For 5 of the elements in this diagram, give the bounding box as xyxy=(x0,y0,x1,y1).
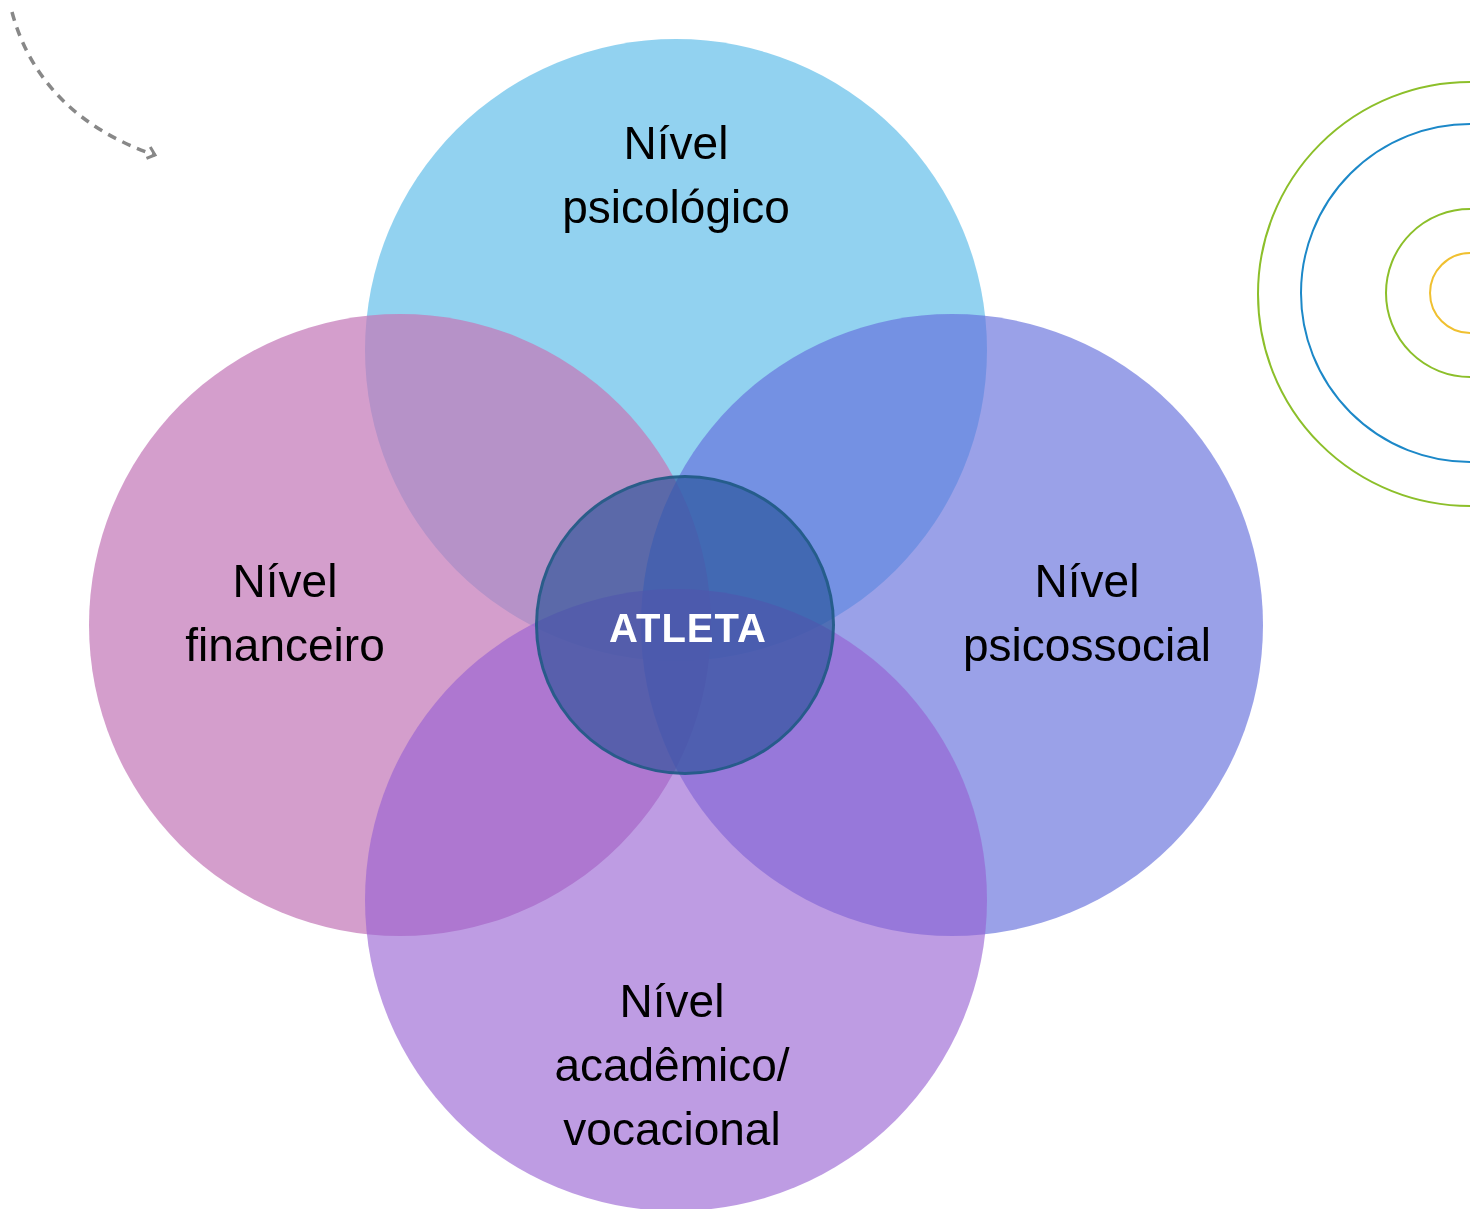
level-label: Nível acadêmico/ vocacional xyxy=(553,974,791,1157)
center-label: ATLETA xyxy=(608,605,768,652)
level-label: Nível psicológico xyxy=(561,116,791,235)
level-label: Nível financeiro xyxy=(184,554,386,673)
level-label: Nível psicossocial xyxy=(962,554,1212,673)
